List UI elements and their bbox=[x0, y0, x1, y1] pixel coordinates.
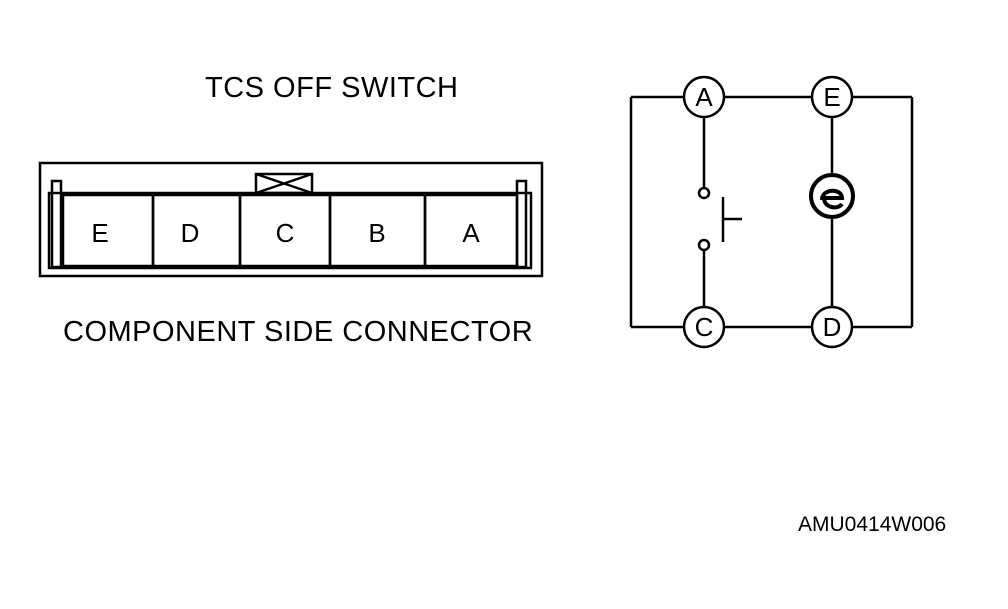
pin-label-c: C bbox=[276, 218, 295, 248]
connector bbox=[38, 161, 544, 278]
circuit-schematic bbox=[629, 75, 914, 349]
pin-label-e: E bbox=[91, 218, 108, 248]
connector-title: TCS OFF SWITCH bbox=[205, 72, 459, 104]
terminal-label-c: C bbox=[695, 312, 714, 342]
switch-contact-top bbox=[697, 186, 711, 200]
lamp-filament bbox=[820, 188, 845, 210]
terminal-circle-d bbox=[810, 305, 854, 349]
latch-cross-2 bbox=[255, 172, 313, 195]
switch-contact-bottom bbox=[697, 238, 711, 252]
connector-housing bbox=[38, 161, 544, 278]
terminal-label-d: D bbox=[823, 312, 842, 342]
connector-subtitle: COMPONENT SIDE CONNECTOR bbox=[63, 316, 534, 348]
terminal-label-e: E bbox=[823, 82, 840, 112]
left-guide-post bbox=[50, 179, 63, 269]
pin-label-a: A bbox=[462, 218, 480, 248]
terminal-label-a: A bbox=[695, 82, 713, 112]
terminal-circle-c bbox=[682, 305, 726, 349]
pin-label-b: B bbox=[368, 218, 385, 248]
reference-code: AMU0414W006 bbox=[798, 513, 947, 536]
terminal-circle-e bbox=[810, 75, 854, 119]
terminal-circle-a bbox=[682, 75, 726, 119]
connector-pin-labels: E D C B A bbox=[91, 218, 480, 248]
pin-cavity-a bbox=[423, 193, 519, 268]
connector-latch bbox=[254, 172, 314, 195]
pin-label-d: D bbox=[181, 218, 200, 248]
circuit-terminal-labels: A E C D bbox=[695, 82, 842, 342]
